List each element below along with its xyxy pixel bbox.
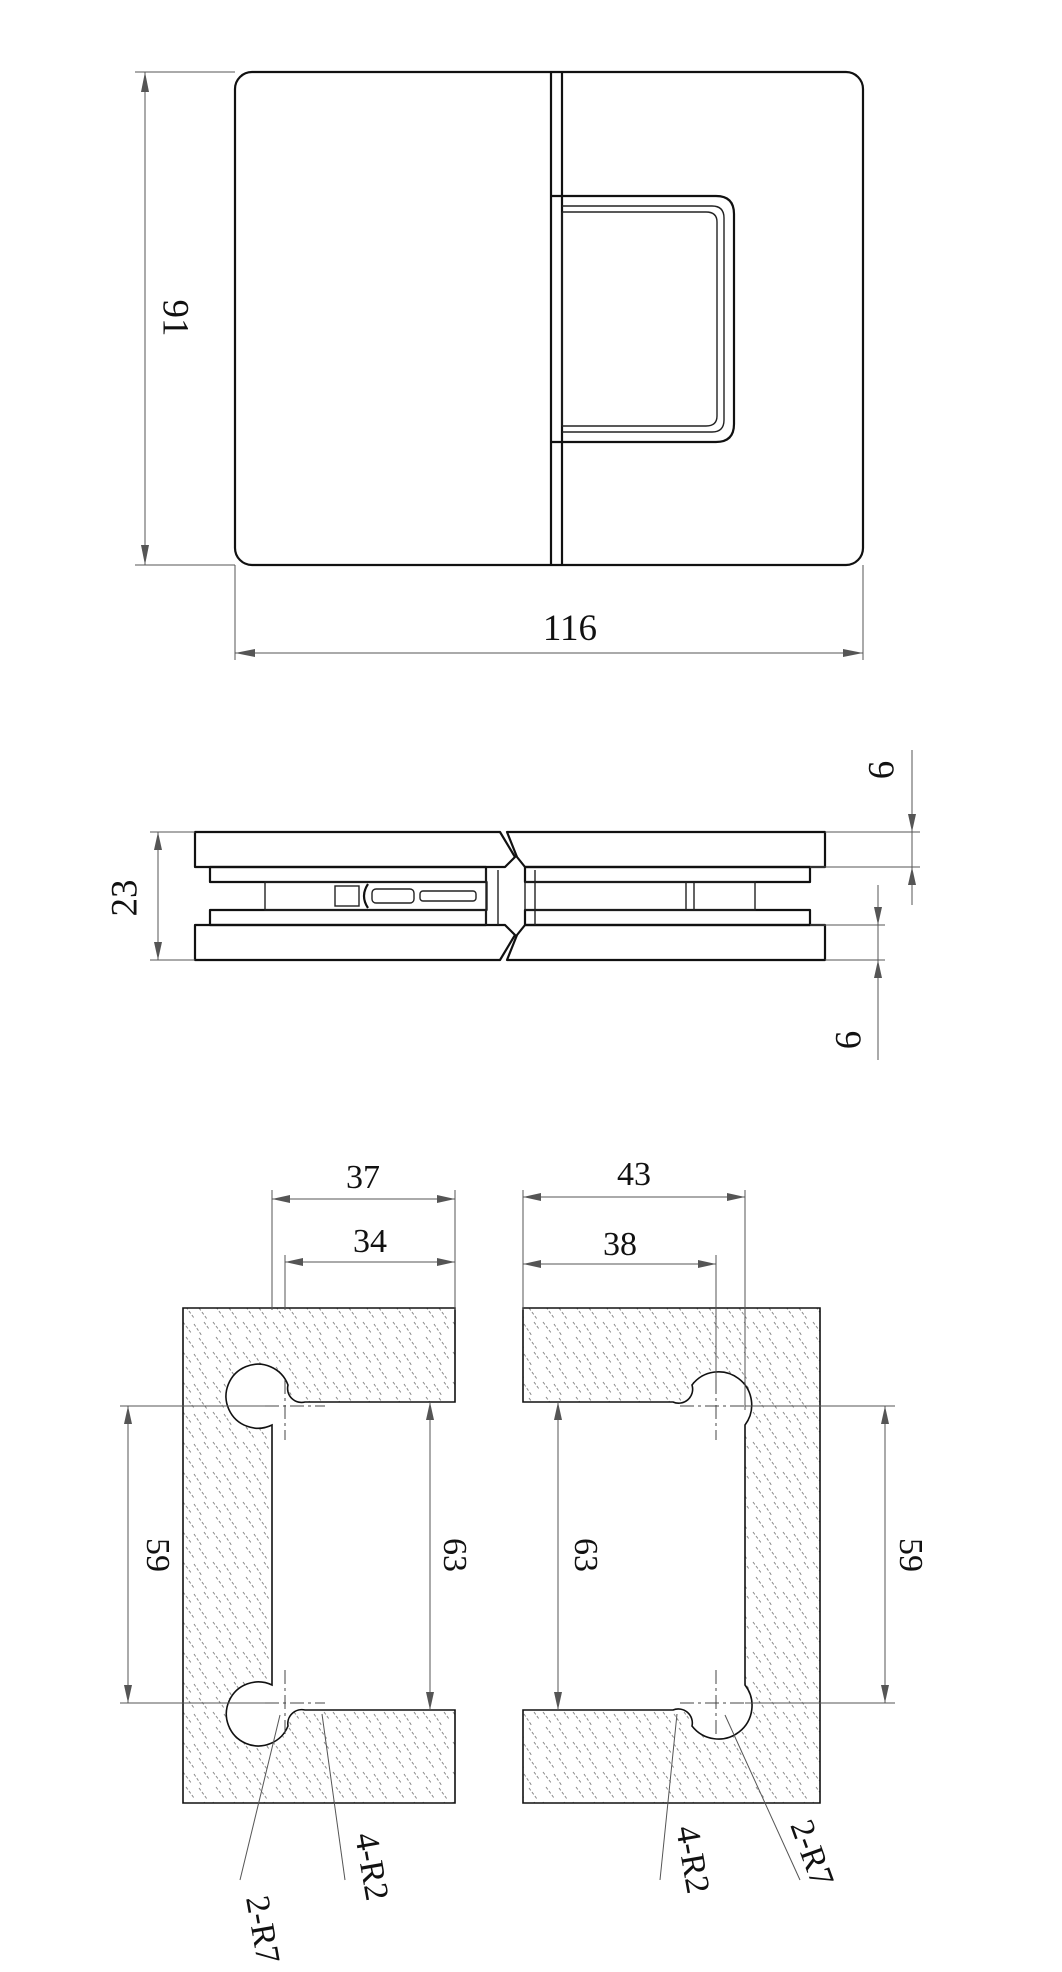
- left-mechanism-body: [264, 881, 488, 911]
- right-outer-height-label: 59: [892, 1538, 929, 1572]
- left-spring-pin: [334, 885, 360, 907]
- right-radius-callout: 4-R2: [668, 1823, 716, 1896]
- right-glass-section: [522, 1307, 821, 1804]
- arrow-up: [874, 960, 882, 978]
- height-label: 91: [155, 300, 196, 337]
- right-top-plate-lower: [523, 865, 812, 884]
- right-top-plate: [505, 830, 827, 869]
- leader-r7: [239, 1714, 281, 1881]
- top-plate-label: 6: [861, 761, 902, 780]
- left-radius-callout: 4-R2: [347, 1830, 395, 1903]
- arrow-down: [874, 907, 882, 925]
- left-rod: [371, 888, 415, 904]
- glass-cutout-right: 43 38 63 59 4-R2 2-R7: [522, 1156, 929, 1896]
- leader-r2: [659, 1713, 678, 1881]
- left-top-plate: [193, 830, 517, 869]
- arrow-down: [124, 1685, 132, 1703]
- left-bottom-plate: [193, 923, 517, 962]
- hinge-clamp-plate: [551, 194, 736, 444]
- arrow-down: [881, 1685, 889, 1703]
- left-top-plate-lower: [208, 865, 488, 884]
- left-rod-tip: [419, 890, 477, 902]
- thickness-label: 23: [104, 880, 145, 917]
- left-notch-callout: 2-R7: [238, 1893, 286, 1966]
- side-view: 23 6 6: [104, 750, 920, 1060]
- arrow-down: [154, 942, 162, 960]
- arrow-up: [908, 867, 916, 885]
- arrow-down: [141, 545, 149, 565]
- leader-r7: [724, 1714, 801, 1881]
- left-inner-width-label: 34: [353, 1223, 387, 1260]
- arrow-up: [124, 1406, 132, 1424]
- hinge-clamp-plate-inner-2: [562, 211, 718, 427]
- arrow-down: [908, 814, 916, 832]
- right-mechanism-body: [524, 881, 756, 911]
- arrow-up: [881, 1406, 889, 1424]
- arrow-up: [154, 832, 162, 850]
- left-cam: [362, 883, 369, 909]
- arrow-left: [523, 1193, 541, 1201]
- arrow-up: [426, 1402, 434, 1420]
- left-bottom-plate-upper: [208, 908, 488, 927]
- arrow-right: [727, 1193, 745, 1201]
- bottom-plate-label: 6: [828, 1031, 869, 1050]
- left-inner-height-label: 63: [436, 1538, 473, 1572]
- arrow-up: [141, 72, 149, 92]
- hinge-body-outline: [233, 70, 865, 567]
- right-inner-height-label: 63: [567, 1538, 604, 1572]
- arrow-left: [285, 1258, 303, 1266]
- hinge-clamp-plate-inner: [562, 205, 725, 433]
- right-outer-width-label: 43: [617, 1156, 651, 1193]
- leader-r2: [321, 1713, 346, 1881]
- arrow-down: [426, 1692, 434, 1710]
- arrow-right: [843, 649, 863, 657]
- right-bottom-plate: [505, 923, 827, 962]
- width-label: 116: [543, 608, 597, 649]
- front-view: 91 116: [135, 70, 865, 660]
- arrow-right: [437, 1195, 455, 1203]
- arrow-left: [235, 649, 255, 657]
- arrow-left: [272, 1195, 290, 1203]
- left-glass-section: [182, 1307, 456, 1804]
- right-bottom-plate-upper: [523, 908, 812, 927]
- arrow-left: [523, 1260, 541, 1268]
- arrow-down: [554, 1692, 562, 1710]
- glass-cutout-left: 37 34 59 63 2-R7 4-R2: [120, 1159, 473, 1966]
- arrow-right: [698, 1260, 716, 1268]
- right-notch-callout: 2-R7: [782, 1815, 840, 1892]
- left-outer-width-label: 37: [346, 1159, 380, 1196]
- left-outer-height-label: 59: [139, 1538, 176, 1572]
- arrow-up: [554, 1402, 562, 1420]
- arrow-right: [437, 1258, 455, 1266]
- right-inner-width-label: 38: [603, 1226, 637, 1263]
